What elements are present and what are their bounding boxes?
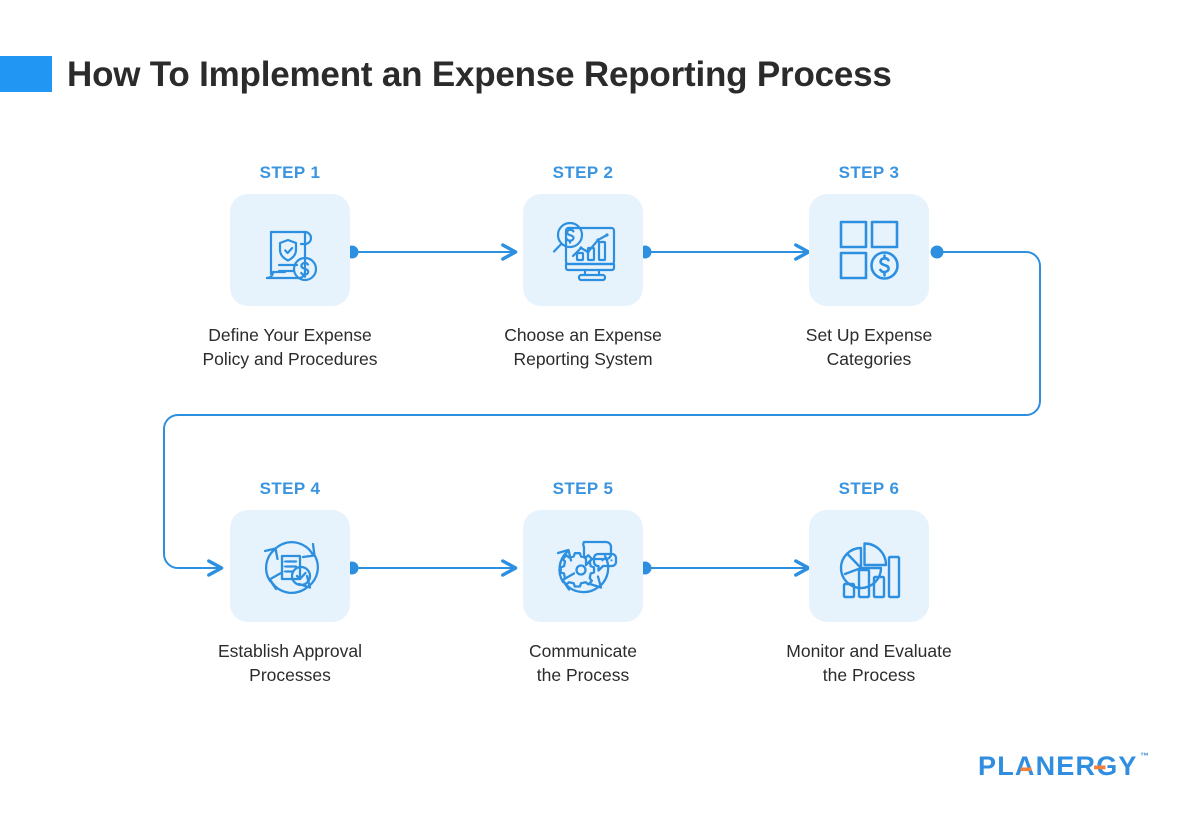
step-6-title: Monitor and Evaluate the Process: [786, 641, 952, 686]
planergy-logo[interactable]: PLANERGY ™: [978, 750, 1149, 787]
logo-accent-g: [1094, 765, 1106, 770]
step-node-2[interactable]: STEP 2: [463, 163, 703, 371]
step-4-label: STEP 4: [259, 479, 321, 498]
step-node-1[interactable]: STEP 1: [170, 163, 410, 371]
step-node-4[interactable]: STEP 4: [170, 479, 410, 687]
step-6-label: STEP 6: [838, 479, 900, 498]
document-shield-dollar-icon: [252, 212, 328, 288]
step-4-icon-tile: [230, 510, 350, 622]
step-1-title: Define Your Expense Policy and Procedure…: [202, 325, 378, 370]
title-accent-block: [0, 56, 52, 92]
step-2-title: Choose an Expense Reporting System: [504, 325, 662, 370]
step-1-icon-tile: [230, 194, 350, 306]
cycle-checklist-approved-icon: [251, 528, 329, 604]
step-node-3[interactable]: STEP 3 Set Up Expense Categories: [749, 163, 989, 371]
pie-bar-chart-icon: [831, 530, 907, 602]
squares-grid-dollar-icon: [833, 214, 905, 286]
logo-accent-a: [1020, 767, 1032, 772]
step-1-label: STEP 1: [259, 163, 321, 182]
step-node-6[interactable]: STEP 6 Monitor and Evaluate the Process: [749, 479, 989, 687]
step-5-label: STEP 5: [552, 479, 614, 498]
step-node-5[interactable]: STEP 5: [463, 479, 703, 687]
step-3-label: STEP 3: [838, 163, 900, 182]
planergy-wordmark: PLANERGY: [978, 750, 1138, 787]
step-6-icon-tile: [809, 510, 929, 622]
step-2-label: STEP 2: [552, 163, 614, 182]
monitor-chart-magnifier-dollar-icon: [544, 212, 622, 288]
step-5-title: Communicate the Process: [529, 641, 637, 686]
step-3-title: Set Up Expense Categories: [805, 325, 933, 370]
planergy-text: PLANERGY: [978, 751, 1138, 781]
step-2-icon-tile: [523, 194, 643, 306]
cycle-gear-speech-bubbles-icon: [543, 528, 623, 604]
header: How To Implement an Expense Reporting Pr…: [0, 56, 892, 92]
step-5-icon-tile: [523, 510, 643, 622]
trademark-symbol: ™: [1140, 751, 1149, 761]
page-title: How To Implement an Expense Reporting Pr…: [67, 54, 892, 94]
step-3-icon-tile: [809, 194, 929, 306]
step-4-title: Establish Approval Processes: [218, 641, 362, 686]
